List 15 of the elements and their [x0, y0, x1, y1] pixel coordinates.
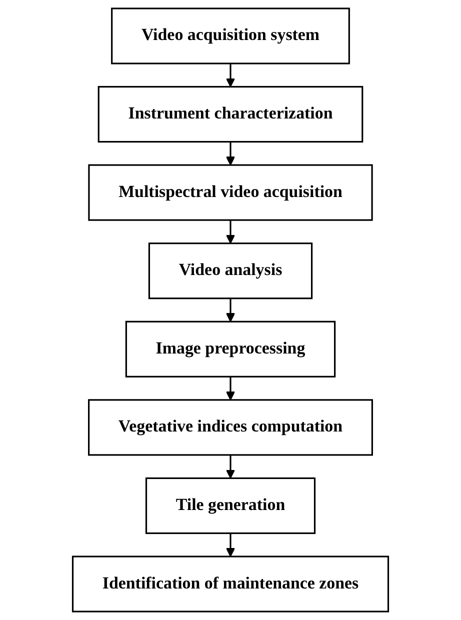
arrow	[226, 220, 236, 244]
node-box	[111, 8, 350, 64]
arrow	[226, 63, 236, 88]
arrow	[226, 454, 236, 479]
node-box	[125, 320, 336, 378]
node-box	[98, 86, 364, 143]
arrow	[226, 376, 236, 400]
node-box	[88, 164, 373, 221]
arrow	[226, 533, 236, 557]
node-box	[72, 556, 390, 612]
node-box	[145, 477, 316, 534]
arrow	[226, 142, 236, 166]
node-box	[88, 399, 373, 456]
node-box	[148, 242, 313, 300]
arrow	[226, 298, 236, 322]
